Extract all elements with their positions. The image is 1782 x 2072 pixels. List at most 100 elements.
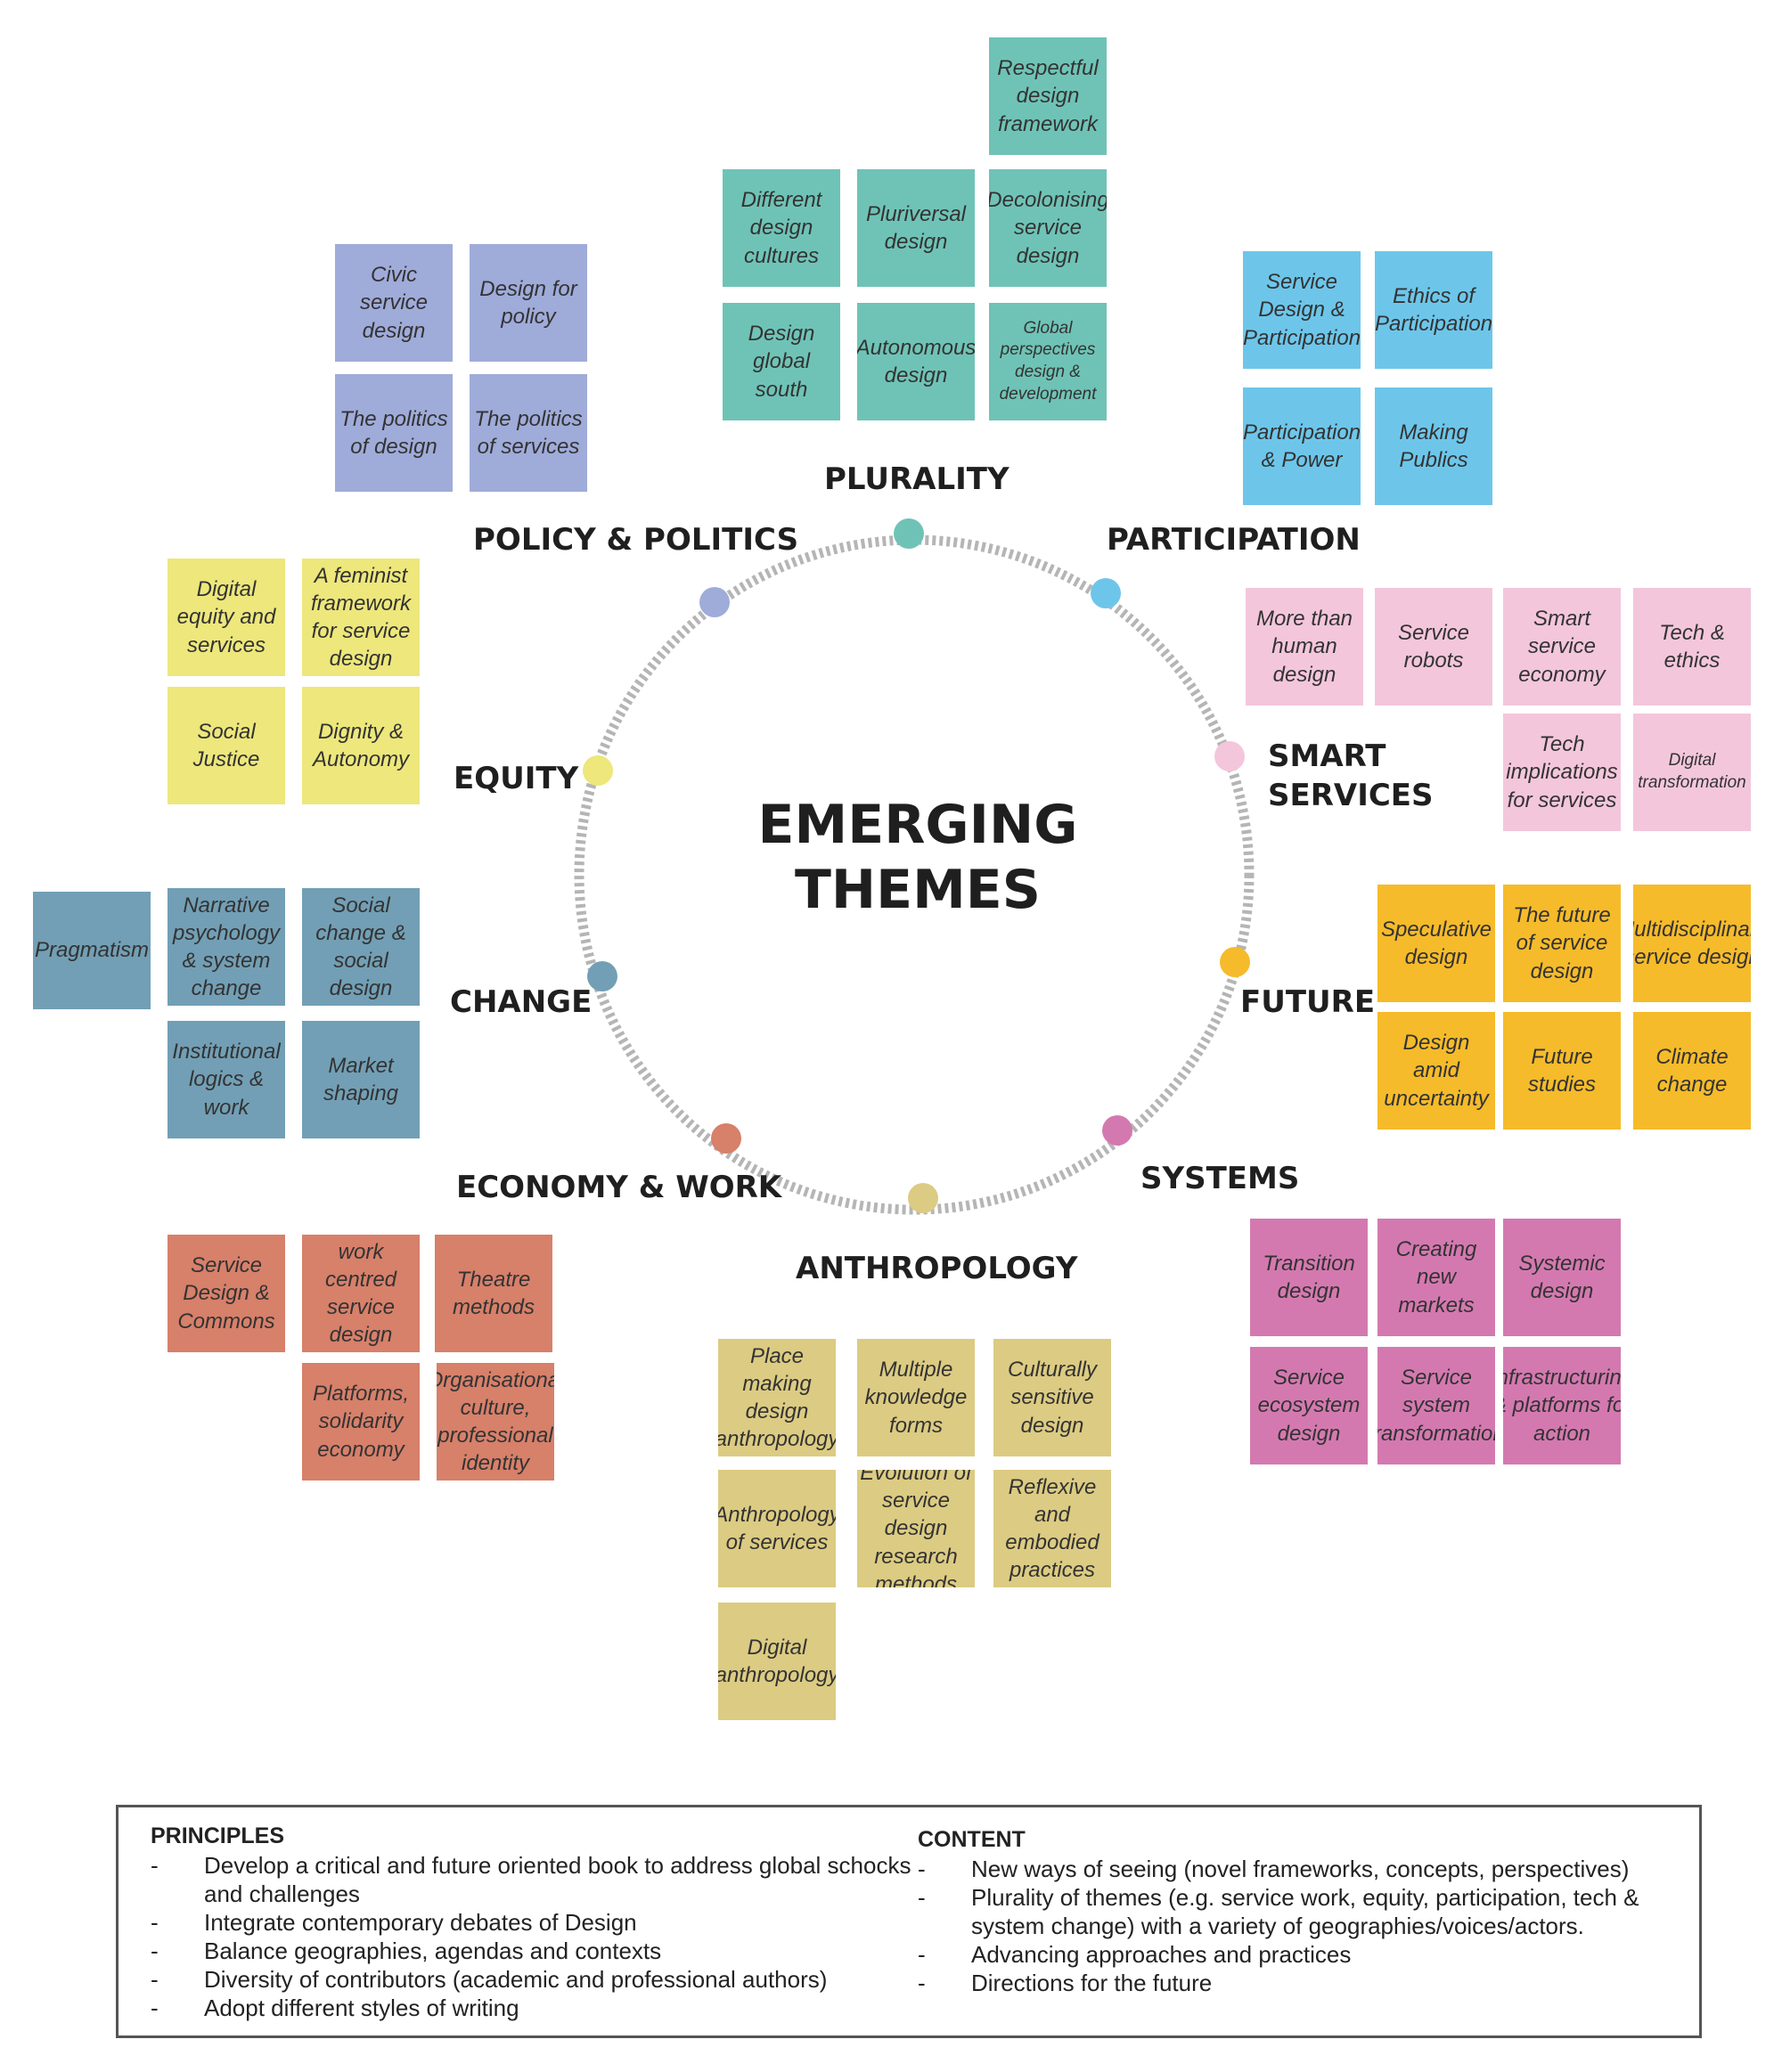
- theme-label-smart-services: SMART SERVICES: [1268, 737, 1434, 815]
- note-anthropology: Reflexive and embodied practices: [993, 1470, 1111, 1587]
- theme-label-equity: EQUITY: [454, 761, 579, 796]
- note-economy-work: Platforms, solidarity economy: [302, 1363, 420, 1481]
- theme-label-smart-services-line1: SMART: [1268, 738, 1386, 774]
- note-change: Institutional logics & work: [168, 1021, 285, 1138]
- theme-label-policy-politics: POLICY & POLITICS: [473, 522, 799, 558]
- note-economy-work: Theatre methods: [435, 1235, 552, 1352]
- principles-item: -Adopt different styles of writing: [151, 1994, 917, 2022]
- marker-future: [1220, 947, 1250, 977]
- note-equity: Dignity & Autonomy: [302, 687, 420, 804]
- center-title-line1: EMERGING: [757, 794, 1078, 856]
- note-smart-services: Smart service economy: [1503, 588, 1621, 706]
- note-smart-services: Tech implications for services: [1503, 714, 1621, 831]
- bullet-dash: -: [918, 1884, 926, 1911]
- note-economy-work: work centred service design: [302, 1235, 420, 1352]
- marker-equity: [583, 755, 613, 786]
- note-anthropology: Culturally sensitive design: [993, 1339, 1111, 1456]
- note-anthropology: Digital anthropology: [718, 1603, 836, 1720]
- marker-plurality: [894, 518, 924, 549]
- theme-label-plurality: PLURALITY: [824, 461, 1010, 497]
- content-item: - Advancing approaches and practices: [918, 1940, 1657, 1969]
- note-future: Multidisciplinary service design: [1633, 885, 1751, 1002]
- theme-label-change: CHANGE: [450, 984, 593, 1020]
- principles-item-text: Balance geographies, agendas and context…: [204, 1937, 662, 1964]
- theme-label-smart-services-line2: SERVICES: [1268, 778, 1434, 814]
- theme-label-anthropology: ANTHROPOLOGY: [796, 1251, 1078, 1286]
- principles-item: - Develop a critical and future oriented …: [151, 1851, 917, 1908]
- note-future: The future of service design: [1503, 885, 1621, 1002]
- note-policy-politics: The politics of services: [470, 374, 587, 492]
- principles-item-text: Develop a critical and future oriented b…: [204, 1852, 911, 1907]
- center-title: EMERGING THEMES: [695, 793, 1140, 923]
- note-systems: Service system transformation: [1377, 1347, 1495, 1464]
- bullet-dash: -: [151, 1852, 159, 1879]
- note-plurality: Pluriversal design: [857, 169, 975, 287]
- note-change: Pragmatism: [33, 892, 151, 1009]
- note-future: Climate change: [1633, 1012, 1751, 1130]
- bullet-dash: -: [151, 1937, 159, 1964]
- note-smart-services: Tech & ethics: [1633, 588, 1751, 706]
- note-policy-politics: The politics of design: [335, 374, 453, 492]
- note-plurality: Different design cultures: [723, 169, 840, 287]
- note-future: Future studies: [1503, 1012, 1621, 1130]
- content-column: CONTENT - New ways of seeing (novel frame…: [918, 1827, 1657, 1997]
- bullet-dash: -: [151, 1966, 159, 1993]
- bullet-dash: -: [151, 1909, 159, 1936]
- note-plurality: Design global south: [723, 303, 840, 420]
- theme-label-economy-work: ECONOMY & WORK: [456, 1170, 782, 1205]
- note-future: Speculative design: [1377, 885, 1495, 1002]
- note-smart-services: Service robots: [1375, 588, 1492, 706]
- note-participation: Service Design & Participation: [1243, 251, 1361, 369]
- marker-change: [587, 961, 617, 991]
- note-plurality: Respectful design framework: [989, 37, 1107, 155]
- principles-item-text: Integrate contemporary debates of Design: [204, 1909, 637, 1936]
- content-heading: CONTENT: [918, 1827, 1026, 1852]
- note-anthropology: Multiple knowledge forms: [857, 1339, 975, 1456]
- theme-label-participation: PARTICIPATION: [1107, 522, 1361, 558]
- bullet-dash: -: [918, 1970, 926, 1996]
- marker-systems: [1102, 1115, 1132, 1146]
- content-item: - New ways of seeing (novel frameworks, c…: [918, 1855, 1657, 1883]
- note-policy-politics: Design for policy: [470, 244, 587, 362]
- note-change: Social change & social design: [302, 888, 420, 1006]
- bullet-dash: -: [918, 1856, 926, 1882]
- note-plurality: Global perspectives design & development: [989, 303, 1107, 420]
- content-item: - Plurality of themes (e.g. service work,…: [918, 1883, 1657, 1940]
- content-item-text: Directions for the future: [971, 1970, 1213, 1996]
- principles-item-text: Adopt different styles of writing: [204, 1995, 519, 2021]
- note-participation: Participation & Power: [1243, 387, 1361, 505]
- note-systems: Systemic design: [1503, 1219, 1621, 1336]
- note-smart-services: More than human design: [1246, 588, 1363, 706]
- note-economy-work: Service Design & Commons: [168, 1235, 285, 1352]
- marker-participation: [1091, 578, 1121, 608]
- content-item: - Directions for the future: [918, 1969, 1657, 1997]
- marker-policy-politics: [699, 587, 730, 617]
- note-economy-work: Organisational culture, professional ide…: [437, 1363, 554, 1481]
- content-item-text: Plurality of themes (e.g. service work, …: [971, 1884, 1639, 1939]
- theme-label-future: FUTURE: [1240, 984, 1376, 1020]
- marker-economy-work: [711, 1123, 741, 1154]
- content-item-text: New ways of seeing (novel frameworks, co…: [971, 1856, 1630, 1882]
- note-plurality: Decolonising service design: [989, 169, 1107, 287]
- principles-item-text: Diversity of contributors (academic and …: [204, 1966, 828, 1993]
- note-participation: Making Publics: [1375, 387, 1492, 505]
- note-systems: Infrastructuring & platforms for action: [1503, 1347, 1621, 1464]
- marker-anthropology: [908, 1183, 938, 1213]
- theme-label-systems: SYSTEMS: [1140, 1161, 1300, 1196]
- principles-content-box: PRINCIPLES -Develop a critical and futur…: [116, 1805, 1702, 2038]
- note-systems: Creating new markets: [1377, 1219, 1495, 1336]
- note-future: Design amid uncertainty: [1377, 1012, 1495, 1130]
- note-anthropology: Anthropology of services: [718, 1470, 836, 1587]
- note-systems: Transition design: [1250, 1219, 1368, 1336]
- note-change: Narrative psychology & system change: [168, 888, 285, 1006]
- principles-item: - Balance geographies, agendas and contex…: [151, 1937, 917, 1965]
- principles-column: PRINCIPLES -Develop a critical and futur…: [151, 1823, 917, 2022]
- principles-item: - Integrate contemporary debates of Desig…: [151, 1908, 917, 1937]
- bullet-dash: -: [918, 1941, 926, 1968]
- note-anthropology: Evolution of service design research met…: [857, 1470, 975, 1587]
- content-item-text: Advancing approaches and practices: [971, 1941, 1352, 1968]
- note-systems: Service ecosystem design: [1250, 1347, 1368, 1464]
- note-plurality: Autonomous design: [857, 303, 975, 420]
